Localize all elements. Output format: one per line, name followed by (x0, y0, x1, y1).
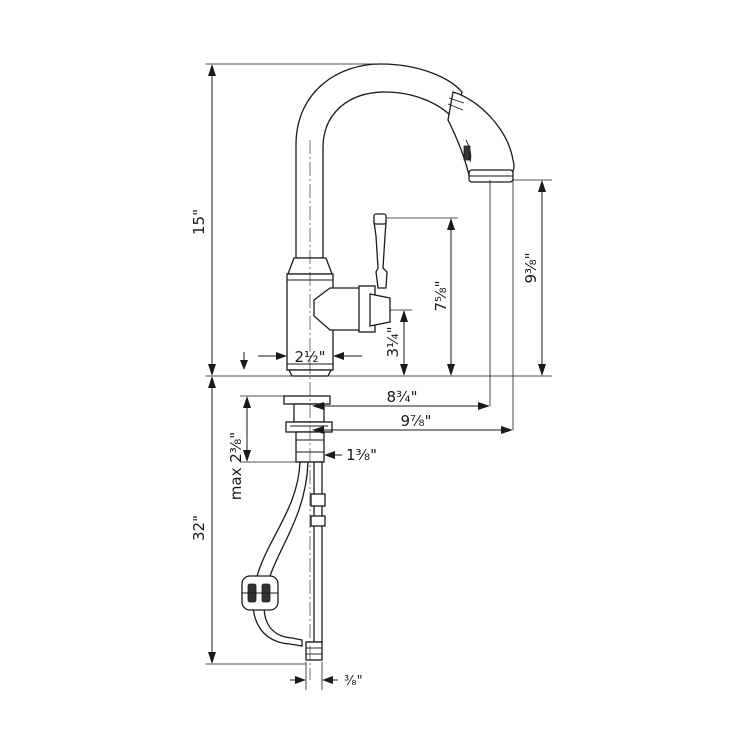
dimension-lines (208, 64, 546, 684)
supply-line (313, 461, 323, 643)
label-handle-height: 7⁵⁄₈" (432, 281, 450, 312)
pull-out-hose (252, 461, 309, 647)
label-spout-clearance: 9³⁄₈" (522, 253, 540, 284)
label-total-height: 15" (190, 209, 208, 235)
supply-fitting (305, 641, 323, 661)
label-hose-length: 32" (190, 515, 208, 541)
label-handle-base-height: 3¹⁄₄" (384, 327, 402, 358)
label-max-deck-thickness: max 2³⁄₈" (227, 432, 245, 500)
handle-lever (373, 221, 388, 289)
spout-neck (295, 63, 463, 259)
label-spout-reach: 8¾" (387, 388, 418, 406)
faucet-body (241, 63, 515, 661)
spray-head (447, 91, 515, 181)
extension-lines (205, 63, 552, 690)
label-shank-diameter: 1³⁄₈" (346, 446, 377, 464)
label-overall-reach: 9⁷⁄₈" (401, 412, 432, 430)
label-connection-size: ³⁄₈" (344, 674, 363, 689)
label-base-diameter: 2¹⁄₂" (295, 348, 326, 366)
